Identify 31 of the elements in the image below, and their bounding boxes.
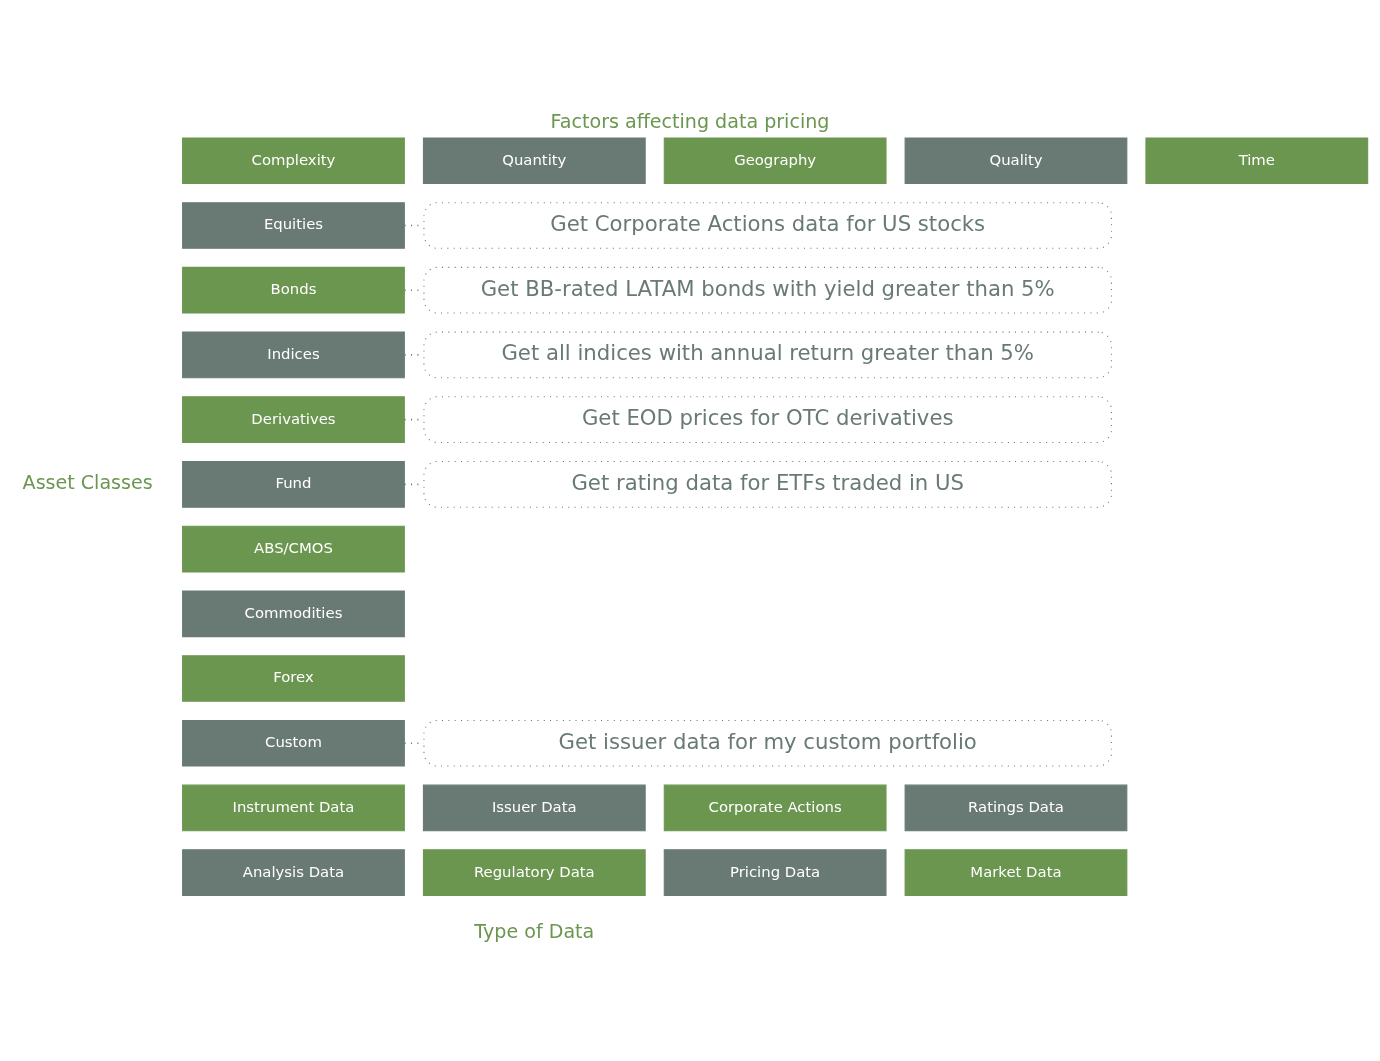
node-box: Indices <box>182 331 405 379</box>
node-box: Forex <box>182 655 405 702</box>
diagram-title: Factors affecting data pricing <box>550 109 830 133</box>
node-box: Fund <box>182 461 405 508</box>
node-box: Corporate Actions <box>663 784 887 832</box>
node-box: Regulatory Data <box>422 849 646 896</box>
node-box: Get EOD prices for OTC derivatives <box>423 396 1112 443</box>
node-box: Get rating data for ETFs traded in US <box>423 461 1112 508</box>
node-box: Complexity <box>182 137 405 185</box>
node-box: Derivatives <box>182 396 405 443</box>
node-box: Get all indices with annual return greater than 5% <box>423 331 1112 379</box>
node-box: Custom <box>182 719 405 767</box>
node-box: Ratings Data <box>904 784 1128 832</box>
node-box: Issuer Data <box>422 784 646 832</box>
node-box: Pricing Data <box>663 849 887 896</box>
node-box: Get BB-rated LATAM bonds with yield greater than 5% <box>423 266 1112 314</box>
node-box: Analysis Data <box>182 849 405 896</box>
label: Asset Classes <box>22 471 153 495</box>
node-box: Market Data <box>904 849 1128 896</box>
label: Type of Data <box>474 920 595 944</box>
node-box: Equities <box>182 202 405 249</box>
node-box: Bonds <box>182 266 405 314</box>
node-box: Geography <box>663 137 887 185</box>
node-box: Instrument Data <box>182 784 405 832</box>
node-box: Get issuer data for my custom portfolio <box>423 719 1112 767</box>
node-box: Quantity <box>422 137 646 185</box>
node-box: Get Corporate Actions data for US stocks <box>423 202 1112 249</box>
node-box: Commodities <box>182 590 405 638</box>
node-box: ABS/CMOS <box>182 525 405 573</box>
node-box: Quality <box>904 137 1128 185</box>
node-box: Time <box>1145 137 1369 185</box>
